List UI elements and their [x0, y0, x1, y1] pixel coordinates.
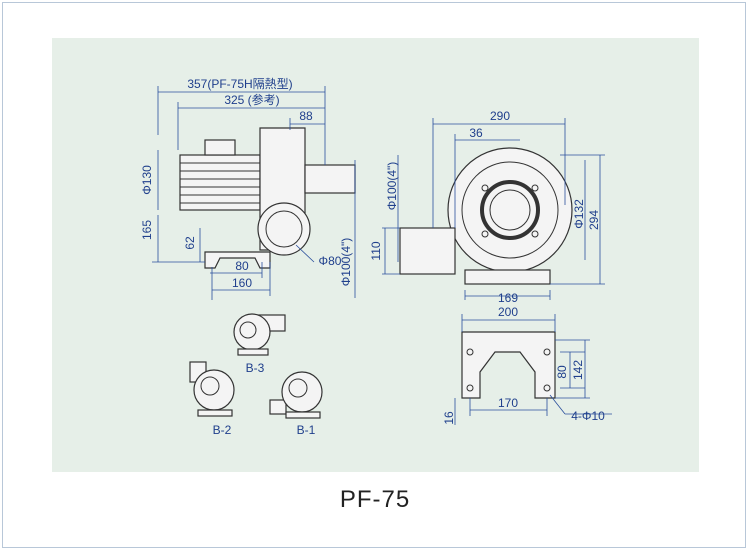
- dim-height-110: 110: [369, 241, 383, 260]
- dim-offset-36: 36: [469, 126, 483, 140]
- drawing-panel: [52, 38, 699, 472]
- outlet-duct: [304, 164, 356, 194]
- dim-height-low: 62: [183, 236, 197, 250]
- dim-base-169: 169: [498, 291, 518, 305]
- front-outlet: [399, 227, 456, 275]
- base-plate: [461, 331, 556, 399]
- model-title: PF-75: [339, 486, 411, 513]
- dim-outlet-offset: 88: [299, 109, 313, 123]
- dim-base-160: 160: [232, 276, 252, 290]
- dim-width-290: 290: [490, 109, 510, 123]
- dim-holes: 4-Φ10: [571, 409, 605, 423]
- dim-height-294: 294: [587, 210, 601, 230]
- dim-height-total: 165: [140, 220, 154, 240]
- terminal-box: [204, 139, 236, 156]
- variant-label-b1: B-1: [297, 423, 316, 437]
- dim-overall-length: 357(PF-75H隔熱型): [187, 77, 292, 91]
- dim-outlet-100: Φ100(4"): [385, 162, 399, 211]
- variant-b2: B-2: [189, 361, 235, 437]
- dim-base-16: 16: [442, 411, 456, 425]
- variant-label-b2: B-2: [213, 423, 232, 437]
- front-view: 290 36 Φ100(4") 110 Φ132 294 169: [369, 109, 605, 305]
- dim-inlet-100: Φ100(4"): [339, 238, 353, 287]
- side-base: [204, 251, 271, 269]
- motor-body: [179, 154, 261, 211]
- dim-motor-dia: Φ130: [140, 165, 154, 195]
- front-base: [464, 269, 551, 285]
- variant-label-b3: B-3: [246, 361, 265, 375]
- dim-length: 325 (参考): [224, 92, 279, 107]
- base-view: 200 170 80 142 16 4-Φ10: [442, 305, 612, 425]
- dim-base-80b: 80: [555, 365, 569, 379]
- variant-b3: B-3: [233, 313, 286, 375]
- variant-b1: B-1: [269, 371, 323, 437]
- dim-base-170: 170: [498, 396, 518, 410]
- dim-inlet-dia: Φ80: [319, 254, 342, 268]
- dim-base-200: 200: [498, 305, 518, 319]
- dim-dia-132: Φ132: [572, 199, 586, 229]
- dim-base-80: 80: [235, 259, 249, 273]
- dim-base-142: 142: [571, 360, 585, 380]
- side-view: 357(PF-75H隔熱型) 325 (参考) 88 Φ130 165 62 8…: [140, 77, 356, 300]
